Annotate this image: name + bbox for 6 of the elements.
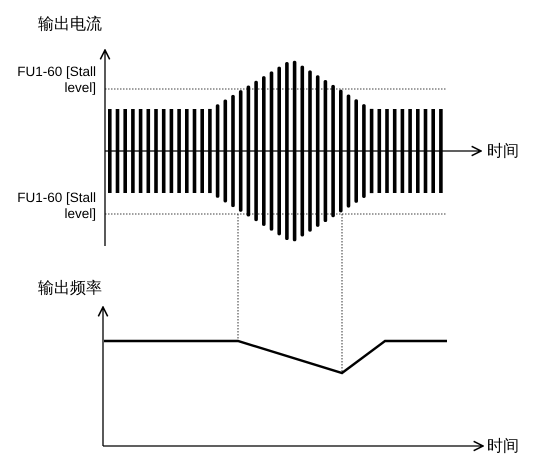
axis-label: 时间 (487, 141, 519, 162)
axis-title: 输出电流 (38, 14, 102, 35)
axis-title: 输出频率 (38, 278, 102, 299)
axis-label: 时间 (487, 436, 519, 457)
stall-level-label: FU1-60 [Stall level] (16, 64, 96, 96)
stall-level-label: FU1-60 [Stall level] (16, 190, 96, 222)
